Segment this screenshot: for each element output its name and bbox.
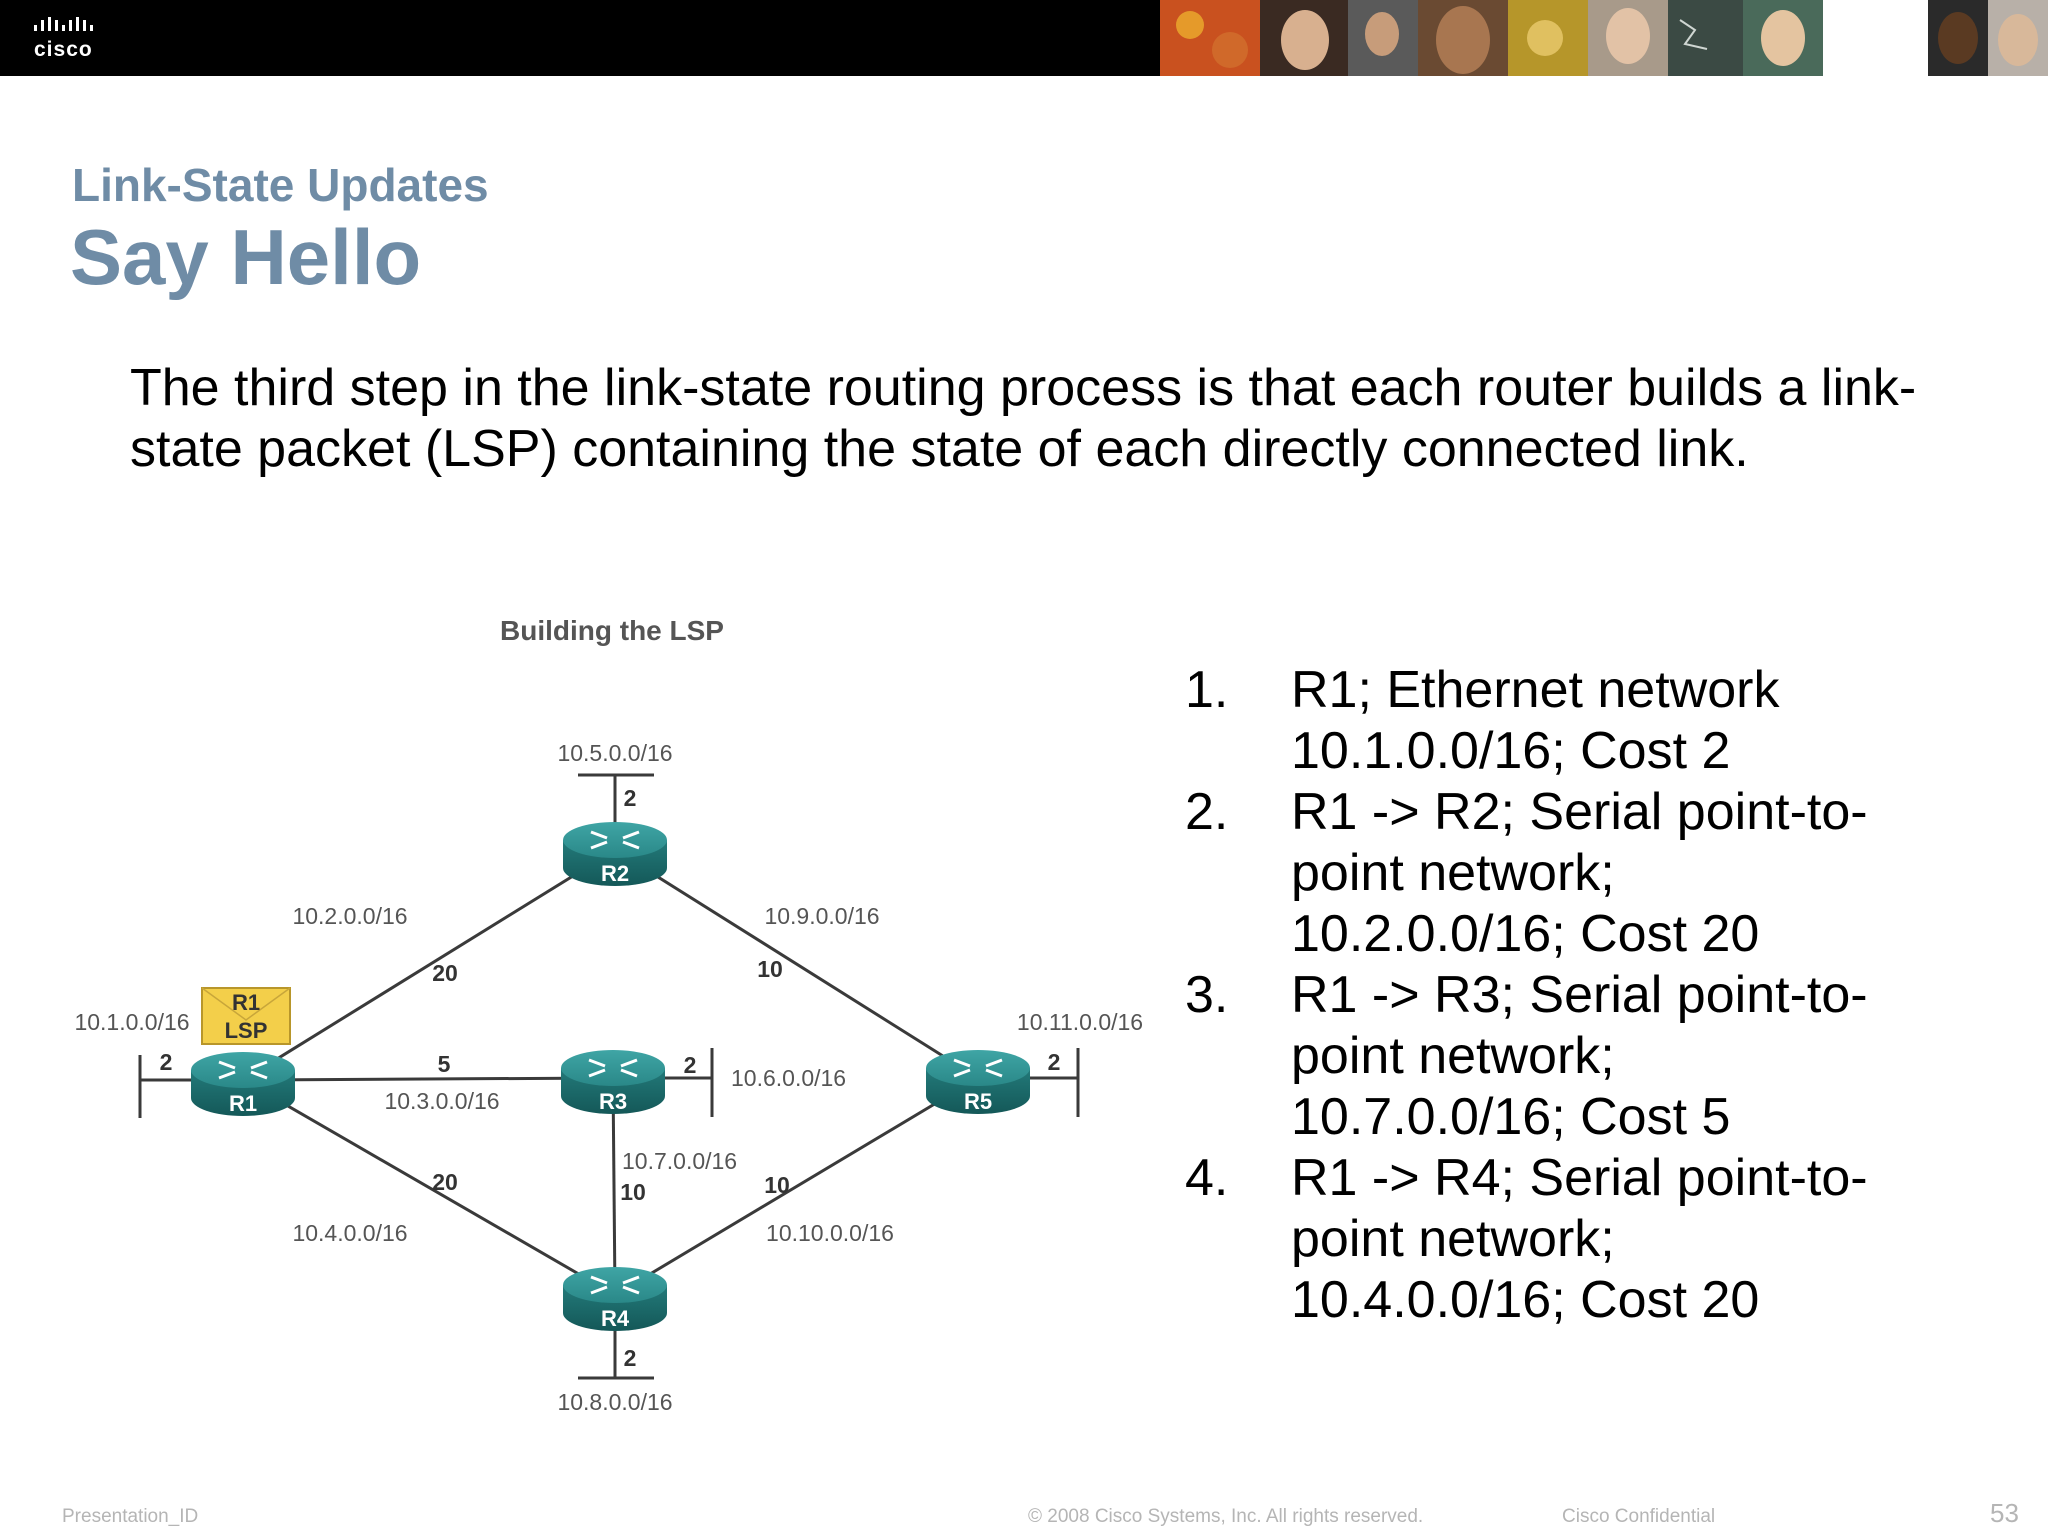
list-item-line: R1; Ethernet network [1291, 660, 2005, 721]
list-item-line: R1 -> R3; Serial point-to- [1291, 965, 2005, 1026]
router-r5: R5 [926, 1050, 1030, 1114]
list-item-number: 4. [1185, 1148, 1228, 1209]
router-label-r3: R3 [599, 1089, 627, 1114]
intro-paragraph: The third step in the link-state routing… [130, 358, 1930, 480]
list-item: 2. R1 -> R2; Serial point-to- point netw… [1185, 782, 2005, 965]
slide-subtitle: Link-State Updates [72, 158, 489, 212]
footer-confidential: Cisco Confidential [1562, 1506, 1715, 1528]
router-label-r2: R2 [601, 861, 629, 886]
footer-presentation-id: Presentation_ID [62, 1506, 198, 1528]
list-item-line: point network; [1291, 1026, 2005, 1087]
slide-title: Say Hello [70, 212, 421, 303]
cost-label-r4-r5: 10 [764, 1172, 790, 1198]
link-r4-r5 [615, 1078, 978, 1295]
cost-label-r3-r4: 10 [620, 1179, 646, 1205]
list-item: 1. R1; Ethernet network 10.1.0.0/16; Cos… [1185, 660, 2005, 782]
lsp-tag-line2: LSP [225, 1018, 268, 1043]
cost-label-stub-r5: 2 [1048, 1049, 1061, 1075]
net-label-r1-r2: 10.2.0.0/16 [292, 903, 407, 929]
link-r1-r2 [243, 850, 615, 1080]
net-label-r2-r5: 10.9.0.0/16 [764, 903, 879, 929]
router-label-r5: R5 [964, 1089, 992, 1114]
list-item-line: R1 -> R4; Serial point-to- [1291, 1148, 2005, 1209]
list-item-number: 2. [1185, 782, 1228, 843]
list-item-line: 10.2.0.0/16; Cost 20 [1291, 904, 2005, 965]
cost-label-stub-r4: 2 [624, 1345, 637, 1371]
list-item-line: R1 -> R2; Serial point-to- [1291, 782, 2005, 843]
router-label-r1: R1 [229, 1091, 257, 1116]
router-r4: R4 [563, 1267, 667, 1331]
net-label-r1-r3: 10.3.0.0/16 [384, 1088, 499, 1114]
lsp-entries-list: 1. R1; Ethernet network 10.1.0.0/16; Cos… [1185, 660, 2005, 1331]
list-item-number: 1. [1185, 660, 1228, 721]
link-r2-r5 [615, 850, 978, 1078]
net-label-stub-r5: 10.11.0.0/16 [1017, 1009, 1143, 1035]
list-item-number: 3. [1185, 965, 1228, 1026]
net-label-r1-r4: 10.4.0.0/16 [292, 1220, 407, 1246]
list-item-line: 10.4.0.0/16; Cost 20 [1291, 1270, 2005, 1331]
cost-label-r2-r5: 10 [757, 956, 783, 982]
header-bar: cisco [0, 0, 2048, 76]
cisco-wordmark: cisco [34, 38, 93, 62]
router-r3: R3 [561, 1050, 665, 1114]
net-label-r3-r4: 10.7.0.0/16 [622, 1148, 737, 1174]
list-item-line: point network; [1291, 1209, 2005, 1270]
router-r2: R2 [563, 822, 667, 886]
list-item-line: 10.7.0.0/16; Cost 5 [1291, 1087, 2005, 1148]
cost-label-r1-r2: 20 [432, 960, 458, 986]
net-label-stub-r2: 10.5.0.0/16 [557, 740, 672, 766]
footer-copyright: © 2008 Cisco Systems, Inc. All rights re… [1028, 1506, 1423, 1528]
list-item: 4. R1 -> R4; Serial point-to- point netw… [1185, 1148, 2005, 1331]
net-label-r4-r5: 10.10.0.0/16 [766, 1220, 894, 1246]
lsp-network-diagram: Building the LSP 10.2.0.0/16 10.3.0.0/16… [60, 600, 1160, 1430]
lsp-envelope-icon: R1 LSP [202, 988, 290, 1044]
cost-label-stub-r2: 2 [624, 785, 637, 811]
router-r1: R1 [191, 1052, 295, 1116]
cost-label-r1-r3: 5 [438, 1051, 451, 1077]
link-r1-r3 [243, 1078, 613, 1080]
list-item-line: 10.1.0.0/16; Cost 2 [1291, 721, 2005, 782]
diagram-title: Building the LSP [500, 615, 724, 646]
net-label-stub-r1: 10.1.0.0/16 [74, 1009, 189, 1035]
router-label-r4: R4 [601, 1306, 630, 1331]
net-label-stub-r3: 10.6.0.0/16 [731, 1065, 846, 1091]
lsp-tag-line1: R1 [232, 990, 260, 1015]
net-label-stub-r4: 10.8.0.0/16 [557, 1389, 672, 1415]
cisco-bars-icon [34, 17, 93, 31]
cost-label-stub-r1: 2 [160, 1049, 173, 1075]
page-number: 53 [1990, 1498, 2019, 1529]
people-photo-strip [1160, 0, 2048, 76]
list-item: 3. R1 -> R3; Serial point-to- point netw… [1185, 965, 2005, 1148]
list-item-line: point network; [1291, 843, 2005, 904]
cost-label-stub-r3: 2 [684, 1052, 697, 1078]
cost-label-r1-r4: 20 [432, 1169, 458, 1195]
